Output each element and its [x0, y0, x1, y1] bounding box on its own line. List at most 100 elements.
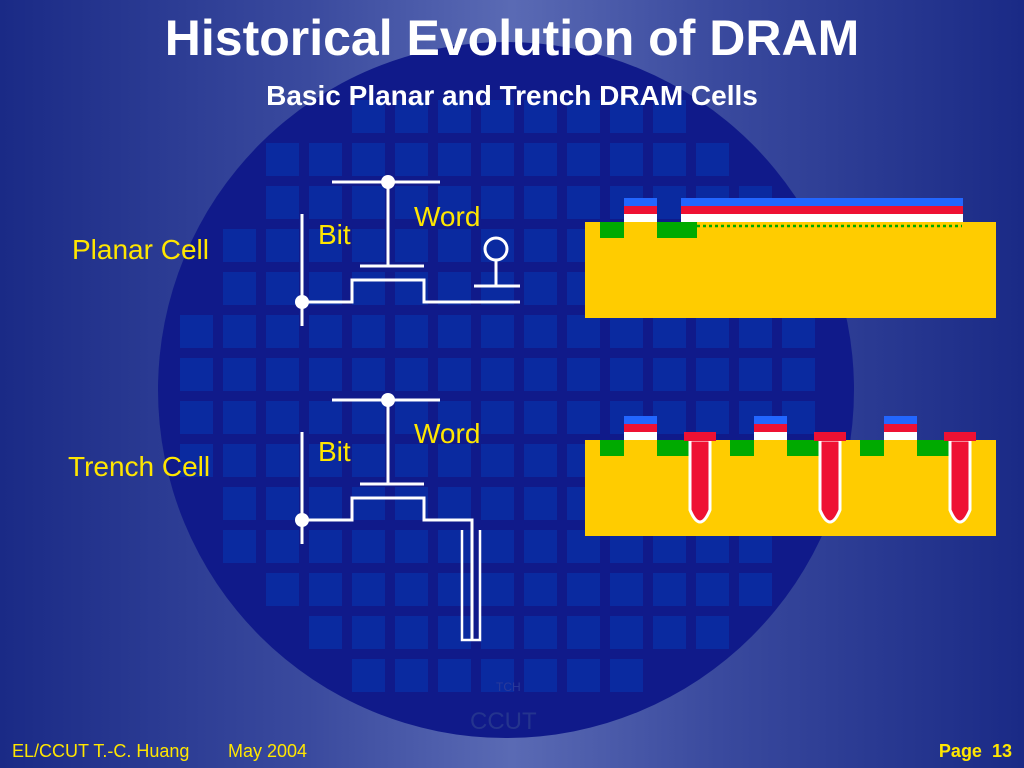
slide-title: Historical Evolution of DRAM — [164, 10, 860, 66]
wafer-die — [266, 358, 299, 391]
wafer-die — [696, 401, 729, 434]
wafer-die — [782, 315, 815, 348]
wafer-die — [610, 659, 643, 692]
wafer-die — [395, 229, 428, 262]
wafer-die — [567, 358, 600, 391]
wafer-die — [782, 401, 815, 434]
trench-gate-poly — [884, 424, 917, 432]
wafer-die — [266, 186, 299, 219]
wafer-die — [223, 487, 256, 520]
wafer-die — [696, 143, 729, 176]
wafer-die — [223, 401, 256, 434]
wafer-die — [610, 358, 643, 391]
wafer-die — [309, 487, 342, 520]
wafer-die — [352, 530, 385, 563]
wafer-die — [653, 100, 686, 133]
wafer-die — [223, 272, 256, 305]
planar-gate-oxide — [624, 214, 657, 222]
footer-page-label: Page — [938, 741, 982, 761]
footer-date: May 2004 — [228, 741, 308, 761]
planar-substrate — [585, 222, 996, 318]
wafer-die — [309, 143, 342, 176]
trench-bit-label: Bit — [318, 436, 351, 467]
wafer-die — [524, 616, 557, 649]
wafer-die — [395, 659, 428, 692]
wafer-die — [352, 487, 385, 520]
wafer-die — [524, 573, 557, 606]
wafer-die — [696, 573, 729, 606]
wafer-die — [352, 401, 385, 434]
wafer-die — [309, 444, 342, 477]
wafer-die — [481, 401, 514, 434]
wafer-die — [481, 573, 514, 606]
wafer-die — [180, 358, 213, 391]
watermark-small: TCH — [496, 680, 521, 694]
wafer-die — [223, 229, 256, 262]
wafer-die — [266, 444, 299, 477]
wafer-die — [610, 616, 643, 649]
footer-page: Page 13 — [939, 740, 1012, 762]
trench-diffusion — [787, 440, 819, 456]
wafer-die — [395, 100, 428, 133]
trench-gate-oxide — [624, 432, 657, 440]
wafer-die — [524, 401, 557, 434]
wafer-die — [438, 573, 471, 606]
trench-capacitor-cap — [684, 432, 716, 441]
wafer-die — [481, 315, 514, 348]
trench-cell-label: Trench Cell — [68, 451, 211, 482]
wafer-die — [481, 616, 514, 649]
wafer-die — [438, 229, 471, 262]
wafer-die — [524, 272, 557, 305]
wafer-die — [352, 143, 385, 176]
wafer-die — [481, 444, 514, 477]
wafer-die — [481, 358, 514, 391]
wafer-die — [309, 272, 342, 305]
wafer-die — [524, 659, 557, 692]
wafer-die — [309, 573, 342, 606]
wafer-die — [610, 315, 643, 348]
wafer-die — [438, 616, 471, 649]
wafer-die — [438, 186, 471, 219]
wafer-die — [567, 401, 600, 434]
wafer-die — [352, 272, 385, 305]
wafer-die — [524, 229, 557, 262]
trench-gate-metal — [754, 416, 787, 424]
wafer-die — [524, 487, 557, 520]
slide-subtitle: Basic Planar and Trench DRAM Cells — [266, 80, 758, 111]
wafer-die — [395, 186, 428, 219]
trench-capacitor-cap — [944, 432, 976, 441]
wafer-die — [696, 358, 729, 391]
wafer-die — [438, 401, 471, 434]
wafer-die — [352, 229, 385, 262]
wafer-die — [352, 444, 385, 477]
wafer-die — [696, 315, 729, 348]
wafer-die — [266, 401, 299, 434]
planar-cross-section — [585, 198, 996, 318]
planar-diffusion-left — [600, 222, 624, 238]
wafer-die — [180, 401, 213, 434]
trench-gate-poly — [624, 424, 657, 432]
wafer-die — [180, 315, 213, 348]
wafer-die — [395, 143, 428, 176]
wafer-die — [567, 100, 600, 133]
footer-author: EL/CCUT T.-C. Huang — [12, 741, 190, 761]
wafer-die — [266, 315, 299, 348]
wafer-die — [309, 616, 342, 649]
wafer-die — [653, 358, 686, 391]
trench-capacitor-symbol — [460, 530, 482, 642]
wafer-die — [524, 444, 557, 477]
trench-capacitor — [688, 438, 712, 524]
wafer-die — [653, 401, 686, 434]
wafer-die — [739, 358, 772, 391]
wafer-die — [524, 358, 557, 391]
wafer-die — [309, 401, 342, 434]
trench-capacitor — [948, 438, 972, 524]
trench-word-node-icon — [381, 393, 395, 407]
trench-gate-oxide — [754, 432, 787, 440]
wafer-die — [653, 143, 686, 176]
wafer-die — [266, 272, 299, 305]
wafer-die — [438, 315, 471, 348]
wafer-die — [395, 573, 428, 606]
planar-bit-node-icon — [295, 295, 309, 309]
planar-gate-metal — [624, 198, 657, 206]
